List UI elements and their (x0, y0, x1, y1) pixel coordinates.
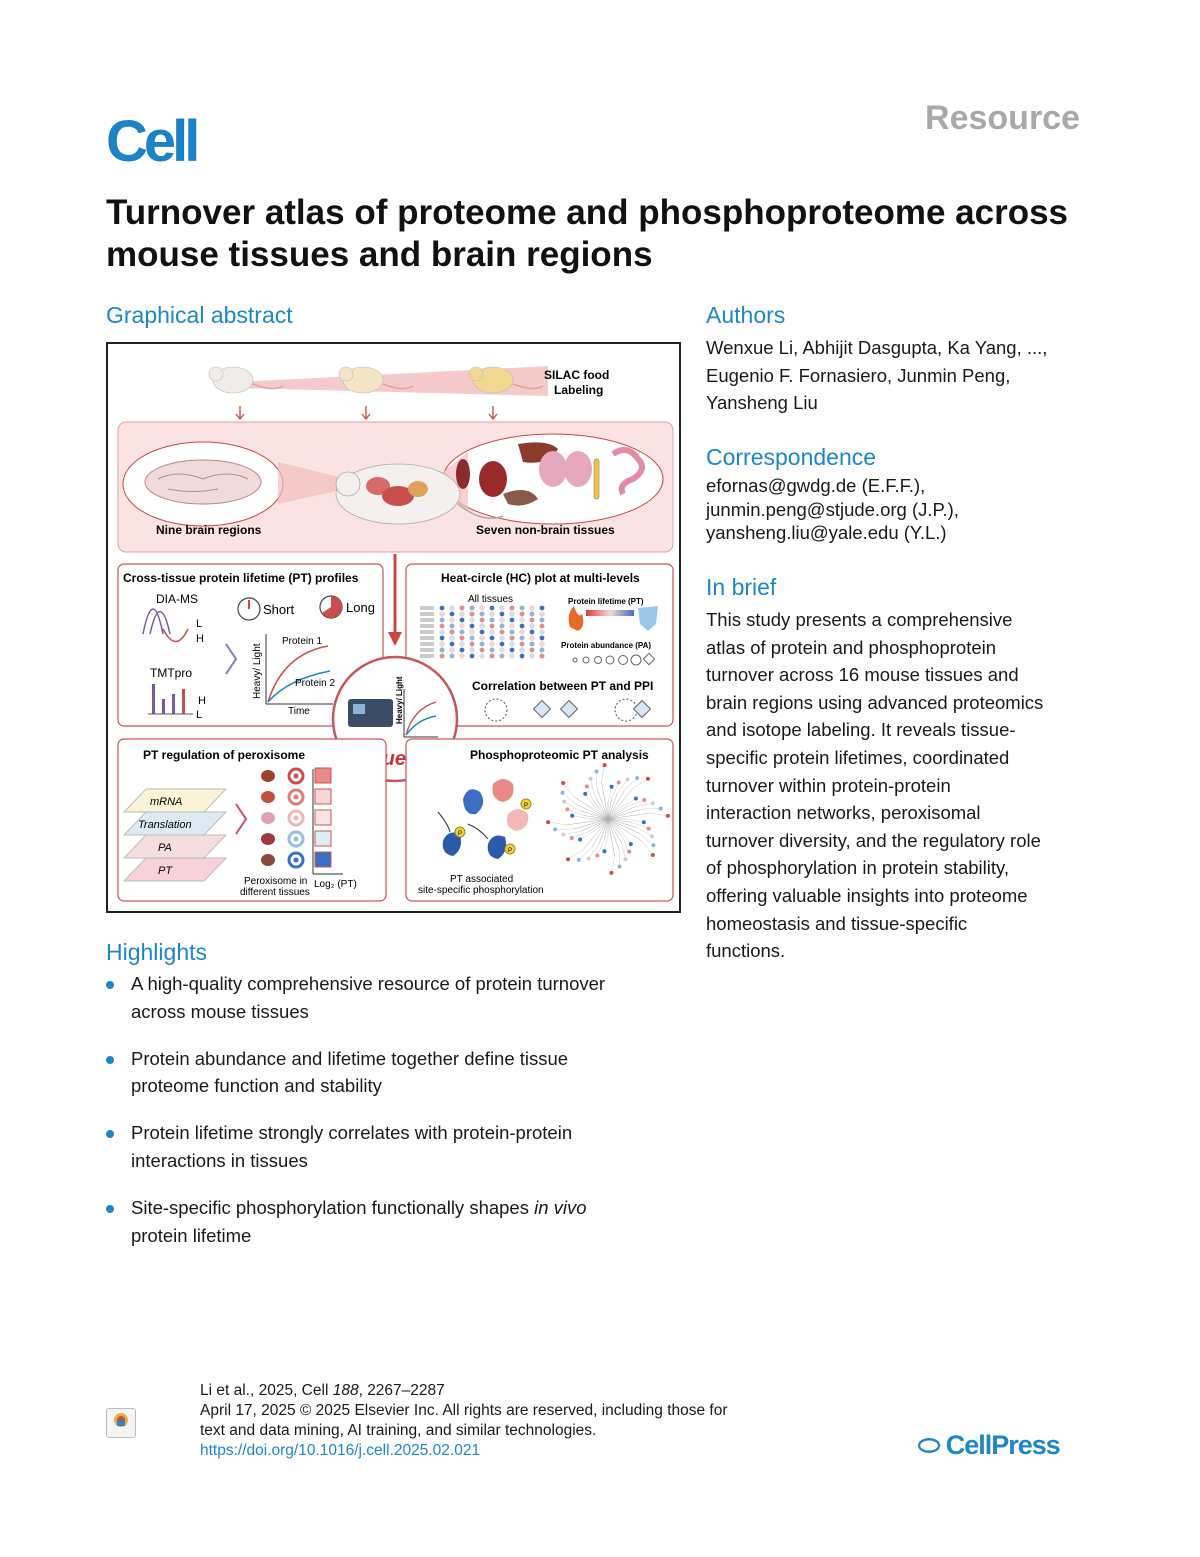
heavy-light-label-2: Heavy/ Light (395, 676, 404, 724)
pa-size-legend (572, 652, 656, 666)
protein1-curve (267, 645, 329, 703)
hc-plot-panel (405, 563, 674, 727)
p-label-2: P (458, 831, 462, 837)
organs-icons (456, 442, 645, 506)
h-label-2: H (198, 695, 206, 707)
phospho-panel (405, 738, 674, 902)
flame-icon (568, 606, 584, 631)
email-link[interactable]: junmin.peng@stjude.org (J.P.), (706, 498, 959, 520)
authors-list: Wenxue Li, Abhijit Dasgupta, Ka Yang, ..… (706, 337, 1048, 414)
silac-label-2: Labeling (554, 383, 603, 397)
protein2-curve (267, 670, 331, 703)
pt-legend-label: Protein lifetime (PT) (568, 597, 644, 606)
p-label-3: P (508, 848, 512, 854)
silac-label-1: SILAC food (544, 368, 609, 382)
kinase-icons: P P P (437, 779, 532, 859)
bullet-icon (106, 981, 114, 989)
graphical-abstract-svg: SILAC food Labeling Nine brain regions S… (117, 366, 674, 902)
ppi-network-icons (484, 698, 652, 722)
shield-icon (638, 606, 658, 631)
hc-title: Heat-circle (HC) plot at multi-levels (441, 571, 640, 585)
l-label-1: L (196, 618, 202, 630)
cellpress-icon: ⬭ (918, 1430, 940, 1460)
highlights-heading: Highlights (106, 939, 207, 965)
h-label-1: H (196, 633, 204, 645)
time-label-1: Time (288, 706, 310, 717)
layer-translation-label: Translation (138, 819, 192, 831)
article-title: Turnover atlas of proteome and phosphopr… (106, 193, 1069, 274)
highlight-item: A high-quality comprehensive resource of… (106, 970, 691, 1025)
brain-regions-label: Nine brain regions (156, 523, 262, 537)
peroxisome-title: PT regulation of peroxisome (143, 748, 305, 762)
layer-pt-label: PT (158, 865, 173, 877)
brain-icon (144, 459, 262, 505)
highlight-item: Protein abundance and lifetime together … (106, 1045, 691, 1100)
article-type: Resource (925, 99, 1080, 137)
layer-pa-label: PA (158, 842, 172, 854)
protein1-label: Protein 1 (282, 636, 322, 647)
correspondence-list: efornas@gwdg.de (E.F.F.), junmin.peng@st… (706, 474, 1106, 545)
peroxisome-rows (261, 767, 332, 869)
p-label-1: P (524, 803, 528, 809)
graphical-abstract-figure: SILAC food Labeling Nine brain regions S… (106, 342, 681, 913)
email-link[interactable]: yansheng.liu@yale.edu (Y.L.) (706, 522, 947, 543)
tmtpro-bars (148, 684, 193, 715)
pt-color-bar (586, 610, 634, 616)
correspondence-heading: Correspondence (706, 444, 877, 470)
protein2-label: Protein 2 (295, 678, 335, 689)
peroxisome-caption-1: Peroxisome in (244, 876, 307, 887)
layer-pt (122, 857, 228, 882)
pt-profiles-panel (117, 563, 384, 727)
pa-legend-label: Protein abundance (PA) (561, 641, 651, 650)
bullet-icon (106, 1130, 114, 1139)
mouse-icon-1 (208, 366, 284, 394)
highlight-item: Site-specific phosphorylation functional… (106, 1194, 691, 1249)
heat-circle-grid (420, 605, 545, 659)
in-brief-heading: In brief (706, 574, 777, 600)
email-link[interactable]: efornas@gwdg.de (E.F.F.), (706, 475, 926, 496)
short-label: Short (263, 602, 294, 617)
heavy-light-label-1: Heavy/ Light (252, 643, 263, 699)
crossmark-icon[interactable] (106, 1408, 136, 1438)
l-label-2: L (196, 709, 202, 721)
long-label: Long (346, 600, 375, 615)
phospho-network-icon (546, 763, 670, 875)
graphical-abstract-heading: Graphical abstract (106, 302, 293, 328)
all-tissues-label: All tissues (468, 594, 513, 605)
authors-heading: Authors (706, 302, 786, 328)
correlation-label: Correlation between PT and PPI (472, 679, 653, 693)
flow-chevron-2 (235, 803, 248, 835)
in-brief-text: This study presents a comprehensive atla… (706, 609, 1044, 962)
citation-footer: Li et al., 2025, Cell 188, 2267–2287 Apr… (200, 1382, 728, 1459)
mouse-body-icon (335, 463, 504, 525)
bullet-icon (106, 1205, 114, 1214)
tmtpro-label: TMTpro (150, 666, 192, 680)
non-brain-label: Seven non-brain tissues (476, 523, 615, 537)
layer-mrna-label: mRNA (150, 796, 182, 808)
bullet-icon (106, 1055, 114, 1064)
pt-profiles-title: Cross-tissue protein lifetime (PT) profi… (123, 571, 359, 585)
highlight-item: Protein lifetime strongly correlates wit… (106, 1119, 691, 1174)
mouse-icon-2 (338, 366, 414, 394)
phospho-caption-1: PT associated (450, 874, 513, 885)
doi-link[interactable]: https://doi.org/10.1016/j.cell.2025.02.0… (200, 1442, 481, 1459)
log2-pt-label: Log₂ (PT) (314, 879, 357, 890)
peroxisome-caption-2: different tissues (240, 887, 310, 898)
journal-logo: Cell (106, 109, 200, 174)
flow-chevron-1 (225, 643, 238, 675)
mouse-icon-3 (468, 366, 544, 394)
highlights-list: A high-quality comprehensive resource of… (106, 970, 691, 1269)
dia-ms-label: DIA-MS (156, 592, 198, 606)
phospho-title: Phosphoproteomic PT analysis (470, 748, 649, 762)
cellpress-logo[interactable]: ⬭ CellPress (918, 1430, 1061, 1460)
phospho-caption-2: site-specific phosphorylation (418, 885, 544, 896)
